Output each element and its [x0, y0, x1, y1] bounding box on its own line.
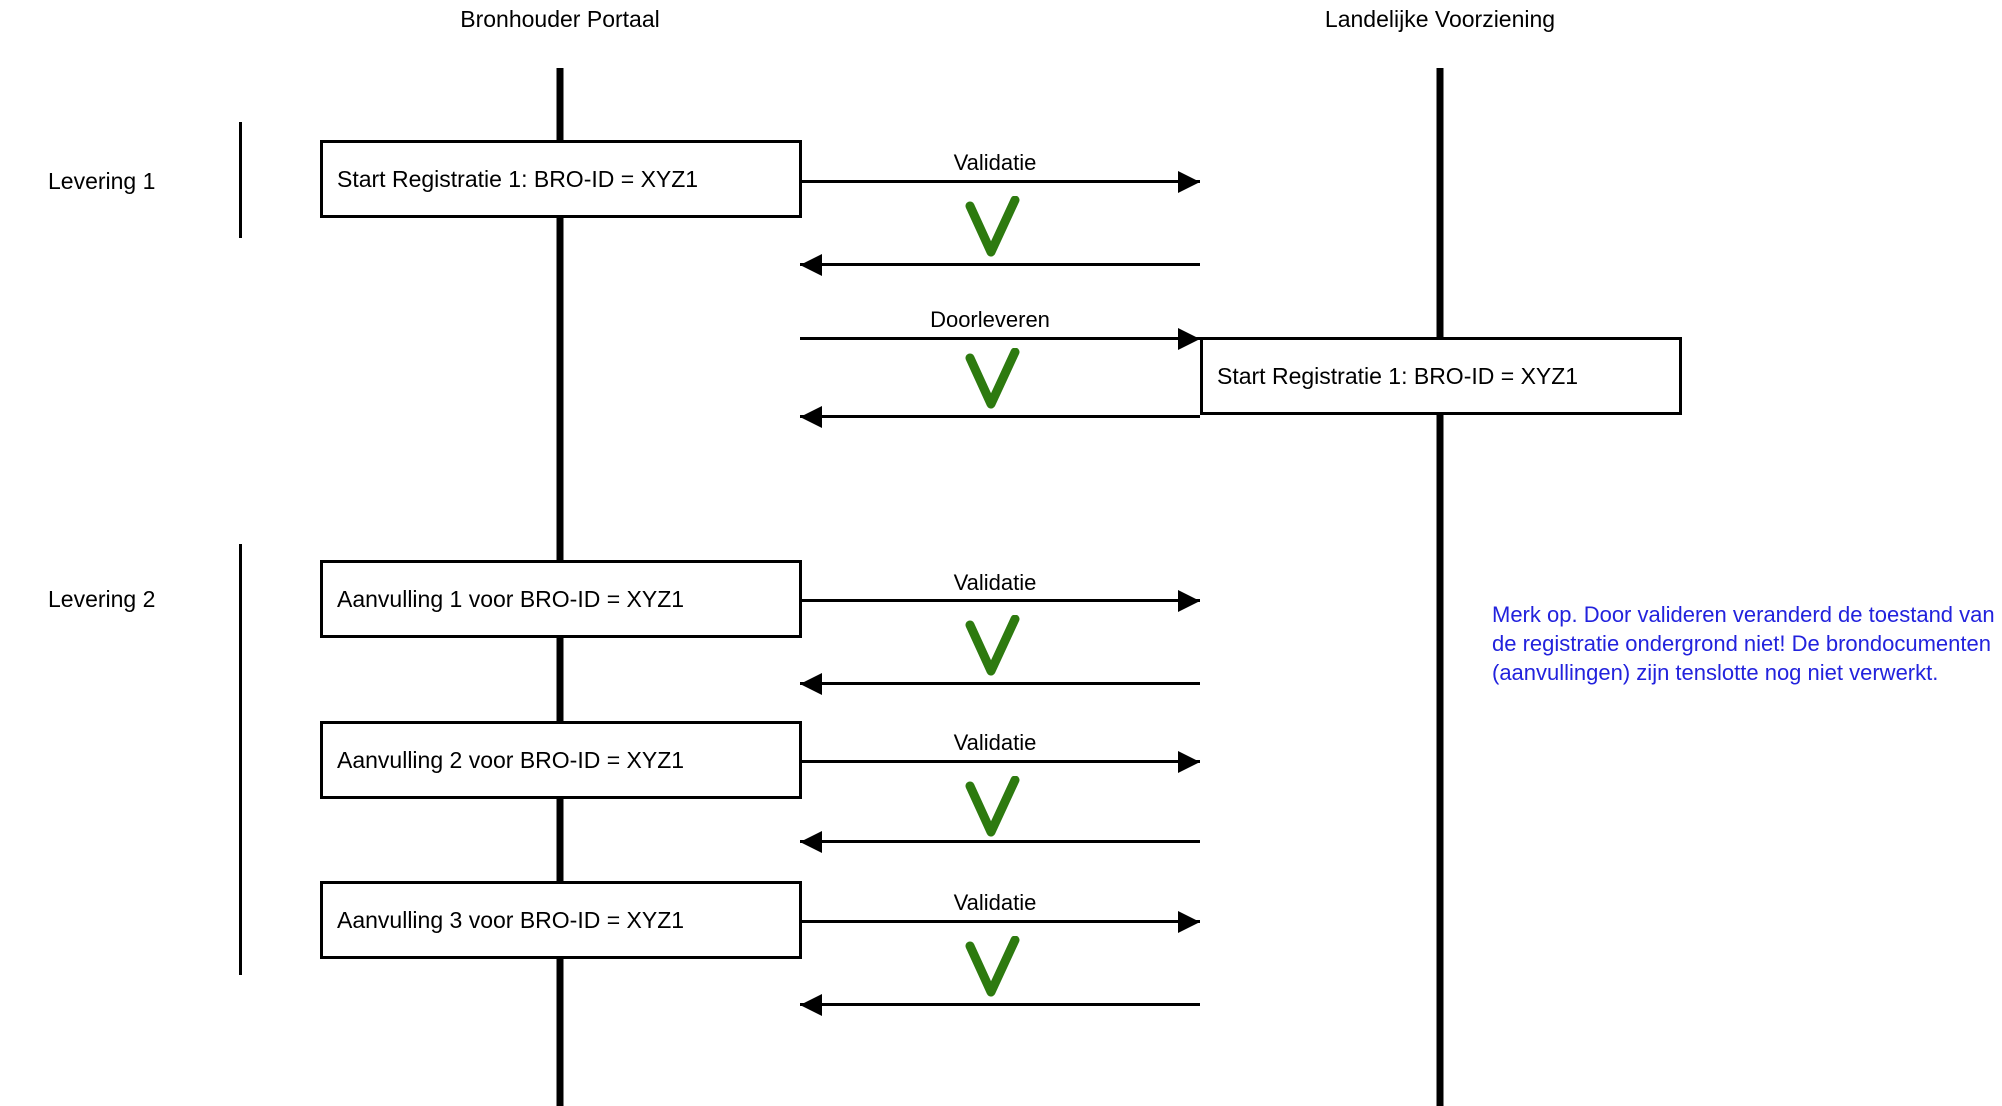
arrow-head-msg-validatie-2-return — [800, 673, 822, 695]
arrow-head-msg-validatie-4-return — [800, 994, 822, 1016]
arrow-shaft-msg-doorleveren-return — [800, 415, 1200, 418]
arrow-head-msg-validatie-3-return — [800, 831, 822, 853]
arrow-label-msg-validatie-2: Validatie — [953, 570, 1037, 595]
check-icon — [965, 614, 1021, 682]
arrow-label-msg-validatie-1: Validatie — [953, 150, 1037, 175]
arrow-shaft-msg-validatie-3-return — [800, 840, 1200, 843]
arrow-shaft-msg-validatie-2 — [802, 599, 1200, 602]
group-bracket-levering-1 — [239, 122, 242, 238]
box-aanvulling-3[interactable]: Aanvulling 3 voor BRO-ID = XYZ1 — [320, 881, 802, 959]
check-icon — [965, 775, 1021, 843]
arrow-label-msg-validatie-4: Validatie — [953, 890, 1037, 915]
lifeline-title-bronhouder: Bronhouder Portaal — [460, 6, 660, 32]
box-aanvulling-1[interactable]: Aanvulling 1 voor BRO-ID = XYZ1 — [320, 560, 802, 638]
group-label-levering-2: Levering 2 — [48, 586, 156, 612]
lifeline-landelijke — [1436, 68, 1444, 1106]
group-label-levering-1: Levering 1 — [48, 168, 156, 194]
box-label: Aanvulling 3 voor BRO-ID = XYZ1 — [337, 906, 685, 933]
box-aanvulling-2[interactable]: Aanvulling 2 voor BRO-ID = XYZ1 — [320, 721, 802, 799]
arrow-shaft-msg-validatie-4 — [802, 920, 1200, 923]
arrow-head-msg-validatie-4 — [1178, 911, 1200, 933]
box-label: Start Registratie 1: BRO-ID = XYZ1 — [337, 165, 699, 192]
arrow-head-msg-validatie-1 — [1178, 171, 1200, 193]
arrow-shaft-msg-validatie-2-return — [800, 682, 1200, 685]
box-start-registratie-landelijke[interactable]: Start Registratie 1: BRO-ID = XYZ1 — [1200, 337, 1682, 415]
arrow-label-msg-validatie-3: Validatie — [953, 730, 1037, 755]
arrow-label-msg-doorleveren: Doorleveren — [930, 307, 1050, 332]
arrow-head-msg-validatie-1-return — [800, 254, 822, 276]
lifeline-title-landelijke: Landelijke Voorziening — [1324, 6, 1556, 32]
box-label: Aanvulling 1 voor BRO-ID = XYZ1 — [337, 585, 685, 612]
arrow-shaft-msg-validatie-1-return — [800, 263, 1200, 266]
group-bracket-levering-2 — [239, 544, 242, 975]
arrow-head-msg-validatie-3 — [1178, 751, 1200, 773]
box-start-registratie-bronhouder[interactable]: Start Registratie 1: BRO-ID = XYZ1 — [320, 140, 802, 218]
note-validatie: Merk op. Door valideren veranderd de toe… — [1492, 602, 1995, 685]
box-label: Start Registratie 1: BRO-ID = XYZ1 — [1217, 362, 1579, 389]
arrow-shaft-msg-validatie-1 — [802, 180, 1200, 183]
arrow-shaft-msg-validatie-3 — [802, 760, 1200, 763]
arrow-head-msg-validatie-2 — [1178, 590, 1200, 612]
check-icon — [965, 195, 1021, 263]
box-label: Aanvulling 2 voor BRO-ID = XYZ1 — [337, 746, 685, 773]
arrow-shaft-msg-doorleveren — [800, 337, 1200, 340]
arrow-shaft-msg-validatie-4-return — [800, 1003, 1200, 1006]
check-icon — [965, 935, 1021, 1003]
arrow-head-msg-doorleveren-return — [800, 406, 822, 428]
check-icon — [965, 347, 1021, 415]
arrow-head-msg-doorleveren — [1178, 328, 1200, 350]
